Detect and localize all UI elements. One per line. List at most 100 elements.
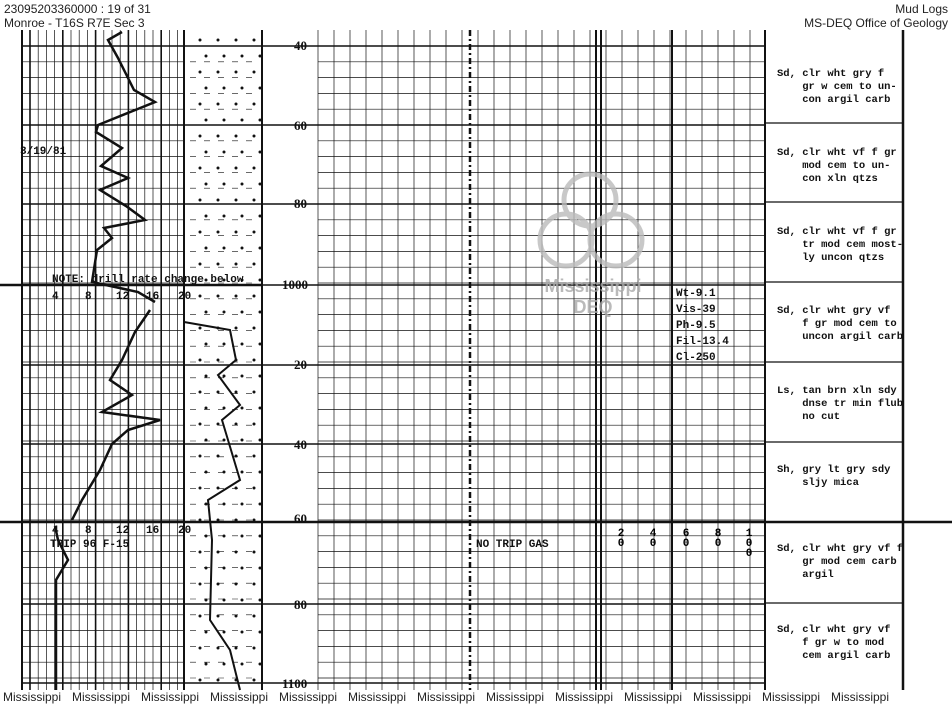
scale-label: 8	[85, 525, 92, 537]
sand-dot	[204, 598, 208, 602]
sand-dot	[252, 230, 256, 234]
sand-dot	[234, 70, 238, 74]
depth-label: 20	[294, 357, 307, 372]
sand-dot	[198, 678, 202, 682]
sand-dot	[216, 166, 220, 170]
sand-dot	[204, 534, 208, 538]
sand-dot	[240, 182, 244, 186]
sand-dot	[198, 550, 202, 554]
footer-watermark: Mississippi	[141, 690, 200, 704]
sand-dot	[258, 246, 262, 250]
sand-dot	[240, 598, 244, 602]
lithology-description: Ls, tan brn xln sdy dnse tr min flub no …	[777, 385, 904, 423]
sand-dot	[222, 438, 226, 442]
sand-dot	[204, 278, 208, 282]
sand-dot	[258, 406, 262, 410]
sand-dot	[252, 38, 256, 42]
sand-dot	[252, 134, 256, 138]
sand-dot	[216, 646, 220, 650]
sand-dot	[258, 310, 262, 314]
sand-dot	[222, 470, 226, 474]
sand-dot	[204, 438, 208, 442]
sand-dot	[234, 230, 238, 234]
sand-dot	[222, 630, 226, 634]
sand-dot	[252, 614, 256, 618]
footer-watermark: Mississippi	[417, 690, 476, 704]
sand-dot	[240, 342, 244, 346]
sand-dot	[258, 54, 262, 58]
scale-label: 16	[146, 525, 160, 537]
trip-note: TRIP 96 F-15	[50, 539, 130, 551]
sand-dot	[198, 38, 202, 42]
mud-property: Fil-13.4	[676, 336, 729, 348]
depth-label: 1100	[282, 676, 308, 691]
depth-label: 60	[294, 511, 307, 526]
sand-dot	[252, 326, 256, 330]
footer-watermark: Mississippi	[72, 690, 131, 704]
footer-watermark: Mississippi	[555, 690, 614, 704]
sand-dot	[216, 454, 220, 458]
sand-dot	[198, 134, 202, 138]
footer-watermark: Mississippi	[210, 690, 269, 704]
scale-label: 20	[178, 291, 192, 303]
sand-dot	[204, 118, 208, 122]
sand-dot	[258, 118, 262, 122]
depth-label: 60	[294, 118, 307, 133]
mdeq-logo-icon	[537, 171, 645, 269]
sand-dot	[240, 406, 244, 410]
watermark-line2: DEQ	[573, 297, 613, 317]
sand-dot	[222, 342, 226, 346]
sand-dot	[216, 262, 220, 266]
sand-dot	[204, 54, 208, 58]
sand-dot	[258, 534, 262, 538]
sand-dot	[252, 390, 256, 394]
sand-dot	[198, 422, 202, 426]
sand-dot	[222, 406, 226, 410]
footer-watermark: Mississippi	[624, 690, 683, 704]
drill-rate-note: NOTE: drill rate change below	[52, 274, 244, 286]
depth-label: 80	[294, 597, 307, 612]
sand-dot	[252, 678, 256, 682]
sand-dot	[234, 198, 238, 202]
sand-dot	[252, 102, 256, 106]
sand-dot	[204, 406, 208, 410]
sand-dot	[216, 198, 220, 202]
sand-dot	[234, 550, 238, 554]
sand-dot	[234, 486, 238, 490]
sand-dot	[252, 166, 256, 170]
lithology-description: Sd, clr wht vf f gr mod cem to un- con x…	[777, 147, 897, 185]
sand-dot	[234, 38, 238, 42]
sand-dot	[258, 214, 262, 218]
sand-dot	[204, 214, 208, 218]
sand-dot	[258, 502, 262, 506]
sand-dot	[222, 86, 226, 90]
sand-dot	[240, 438, 244, 442]
footer-watermark: Mississippi	[279, 690, 338, 704]
sand-dot	[240, 86, 244, 90]
sand-dot	[258, 630, 262, 634]
sand-dot	[240, 118, 244, 122]
sand-dot	[198, 70, 202, 74]
sand-dot	[222, 598, 226, 602]
sand-dot	[258, 566, 262, 570]
sand-dot	[234, 294, 238, 298]
sand-dot	[198, 326, 202, 330]
footer-watermark: Mississippi	[3, 690, 62, 704]
scale-label: 16	[146, 291, 160, 303]
sand-dot	[240, 278, 244, 282]
sand-dot	[222, 246, 226, 250]
sand-dot	[258, 278, 262, 282]
sand-dot	[252, 70, 256, 74]
scale-label: 4	[52, 525, 59, 537]
sand-dot	[234, 390, 238, 394]
sand-dot	[258, 470, 262, 474]
category: Mud Logs	[895, 2, 948, 16]
lithology-boundary	[183, 321, 242, 691]
sand-dot	[240, 214, 244, 218]
sand-dot	[222, 662, 226, 666]
sand-dot	[252, 486, 256, 490]
document-id: 23095203360000 : 19 of 31	[4, 2, 151, 16]
sand-dot	[234, 614, 238, 618]
sand-dot	[216, 134, 220, 138]
